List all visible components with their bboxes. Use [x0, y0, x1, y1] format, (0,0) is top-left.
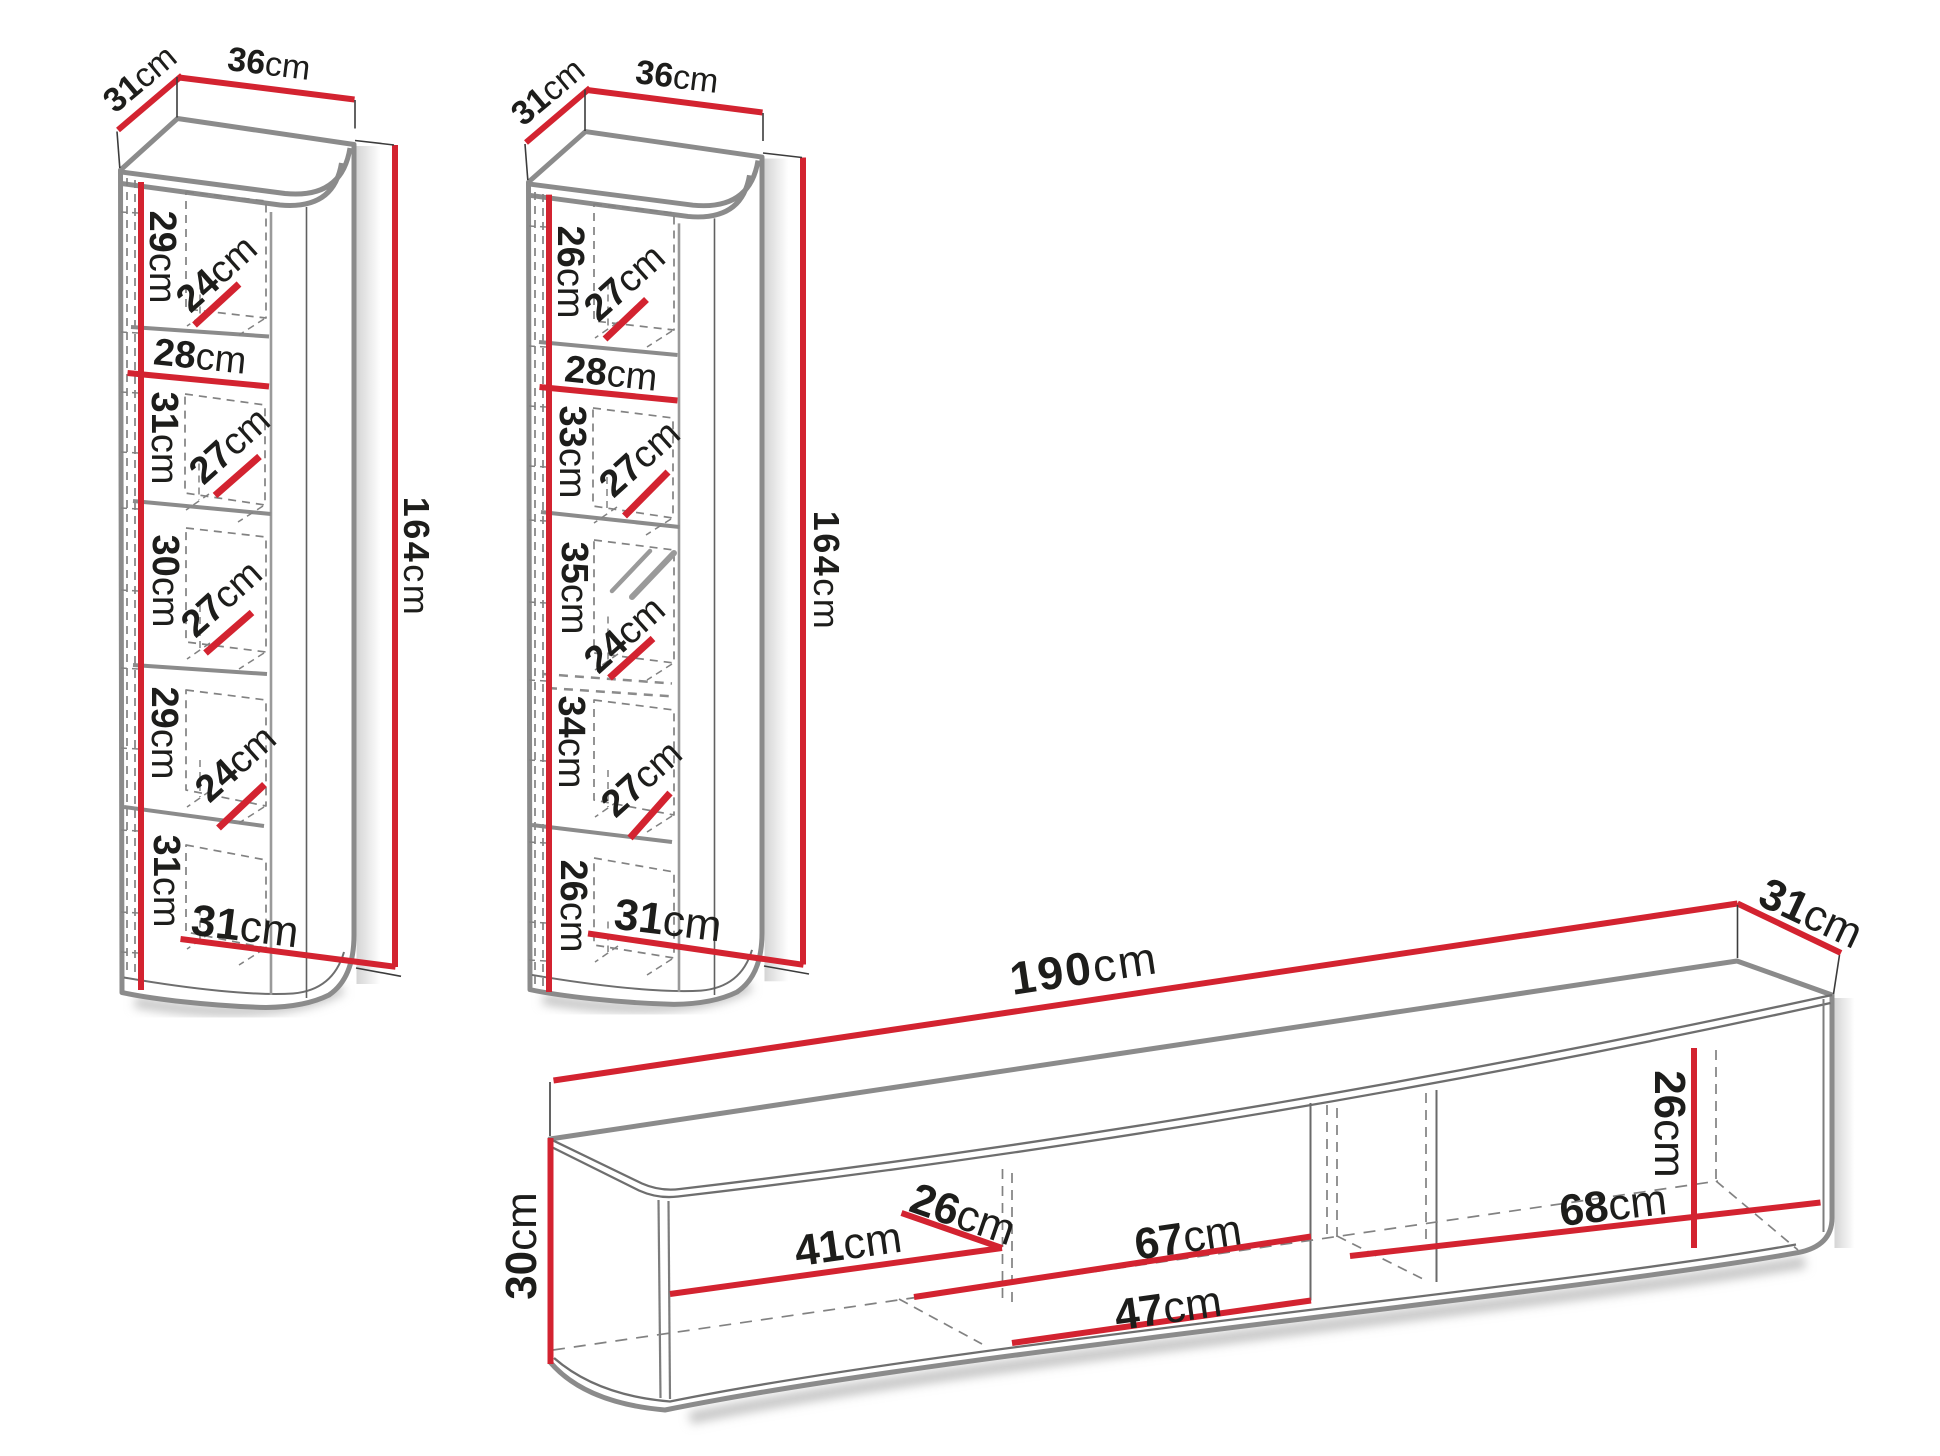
svg-text:47cm: 47cm [1111, 1276, 1224, 1339]
svg-text:30cm: 30cm [144, 535, 186, 628]
svg-text:30cm: 30cm [497, 1192, 546, 1300]
svg-text:35cm: 35cm [553, 542, 595, 635]
svg-text:36cm: 36cm [225, 40, 312, 88]
svg-text:41cm: 41cm [791, 1212, 904, 1275]
svg-text:67cm: 67cm [1131, 1205, 1245, 1269]
svg-text:29cm: 29cm [141, 211, 183, 304]
svg-text:164cm: 164cm [397, 497, 438, 618]
svg-text:33cm: 33cm [551, 406, 593, 499]
svg-text:164cm: 164cm [807, 511, 848, 632]
svg-text:26cm: 26cm [552, 860, 594, 953]
svg-text:34cm: 34cm [550, 696, 592, 789]
svg-text:36cm: 36cm [633, 53, 720, 101]
svg-text:68cm: 68cm [1557, 1175, 1669, 1236]
svg-text:26cm: 26cm [1646, 1070, 1695, 1178]
svg-text:28cm: 28cm [563, 348, 660, 399]
svg-text:31cm: 31cm [612, 889, 725, 951]
svg-text:190cm: 190cm [1006, 931, 1161, 1004]
svg-text:31cm: 31cm [145, 835, 187, 928]
svg-text:29cm: 29cm [143, 687, 185, 780]
svg-text:28cm: 28cm [152, 331, 249, 382]
svg-text:31cm: 31cm [143, 392, 185, 485]
svg-text:26cm: 26cm [549, 226, 591, 319]
svg-text:31cm: 31cm [189, 895, 302, 957]
